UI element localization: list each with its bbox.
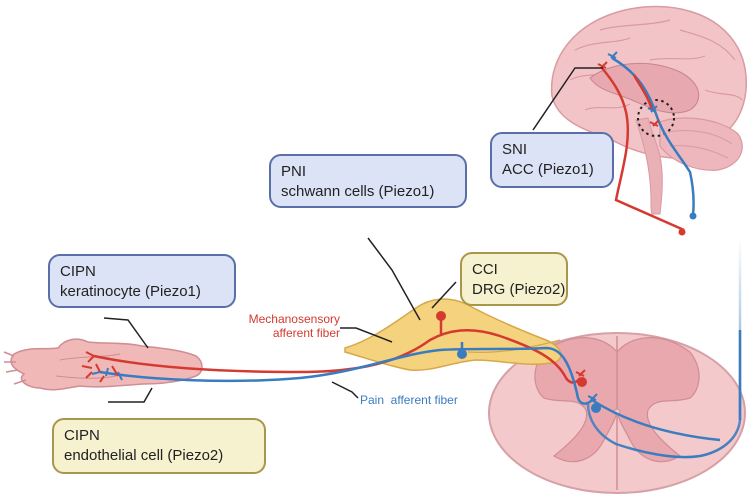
brain-fibers bbox=[597, 51, 697, 236]
callout-cci-title: CCI bbox=[472, 261, 498, 278]
callout-sni-title: SNI bbox=[502, 141, 528, 158]
mechanosensory-label-line2: afferent fiber bbox=[272, 326, 340, 340]
callout-cipn-keratinocyte-title: CIPN bbox=[60, 263, 96, 280]
callout-cipn-keratinocyte: CIPN keratinocyte (Piezo1) bbox=[48, 254, 236, 308]
callout-pni: PNI schwann cells (Piezo1) bbox=[269, 154, 467, 208]
mechanosensory-fiber-label: Mechanosensory afferent fiber bbox=[228, 312, 340, 340]
callout-sni: SNI ACC (Piezo1) bbox=[490, 132, 614, 188]
afferent-fibers bbox=[81, 311, 721, 442]
callout-sni-detail: ACC (Piezo1) bbox=[502, 161, 594, 178]
callout-cipn-endothelial-title: CIPN bbox=[64, 427, 100, 444]
callout-cipn-keratinocyte-detail: keratinocyte (Piezo1) bbox=[60, 283, 201, 300]
ascending-fibers bbox=[570, 228, 742, 459]
pain-label-text: Pain afferent fiber bbox=[360, 393, 458, 407]
callout-cipn-endothelial-detail: endothelial cell (Piezo2) bbox=[64, 447, 224, 464]
mechanosensory-label-line1: Mechanosensory bbox=[248, 312, 340, 326]
hand-illustration bbox=[3, 338, 203, 391]
connector-lines bbox=[103, 67, 603, 403]
callout-cci-detail: DRG (Piezo2) bbox=[472, 281, 566, 298]
callout-pni-title: PNI bbox=[281, 163, 307, 180]
drg-illustration bbox=[344, 298, 562, 371]
callout-cipn-endothelial: CIPN endothelial cell (Piezo2) bbox=[52, 418, 266, 474]
callout-pni-detail: schwann cells (Piezo1) bbox=[281, 183, 435, 200]
pain-fiber-label: Pain afferent fiber bbox=[360, 393, 458, 407]
callout-cci: CCI DRG (Piezo2) bbox=[460, 252, 568, 306]
